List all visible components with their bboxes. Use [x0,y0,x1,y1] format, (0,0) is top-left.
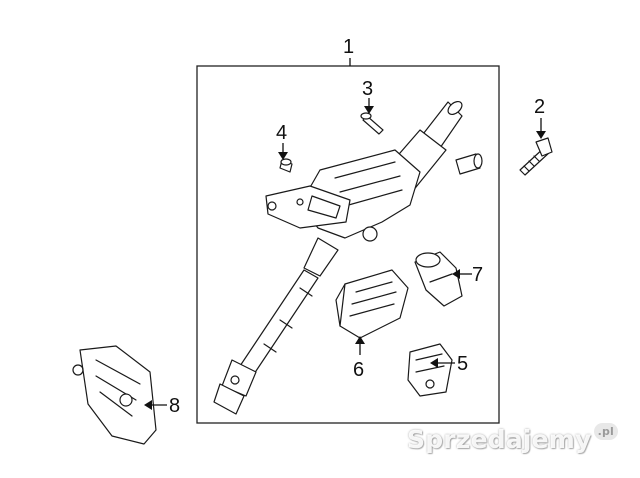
arrowhead-6 [355,336,365,344]
steering-column [213,100,463,415]
arrowhead-2 [536,131,546,139]
callout-2: 2 [534,96,545,118]
arrowhead-8 [144,400,152,410]
callout-5: 5 [457,353,468,375]
callout-3: 3 [362,78,373,100]
callout-4: 4 [276,122,287,144]
bracket-part-8 [72,345,157,445]
screw-part-4 [279,158,293,173]
assembly-frame [196,65,500,424]
arrowhead-5 [430,358,438,368]
arrowhead-3 [364,106,374,114]
watermark-text: Sprzedajemy [406,425,592,454]
callout-6: 6 [353,359,364,381]
callout-7: 7 [472,264,483,286]
callout-1: 1 [343,36,354,58]
lock-actuator-part-7 [414,251,463,307]
switch-assembly-part-6 [335,269,409,339]
watermark-badge: .pl [593,423,618,440]
watermark: Sprzedajemy .pl [406,423,618,454]
bolt-part-3 [360,112,384,135]
arrowhead-7 [452,269,460,279]
bushing [455,153,483,175]
callout-8: 8 [169,395,180,417]
bolt-part-2 [519,137,553,176]
arrowhead-4 [278,152,288,160]
ignition-module-part-5 [407,343,453,397]
